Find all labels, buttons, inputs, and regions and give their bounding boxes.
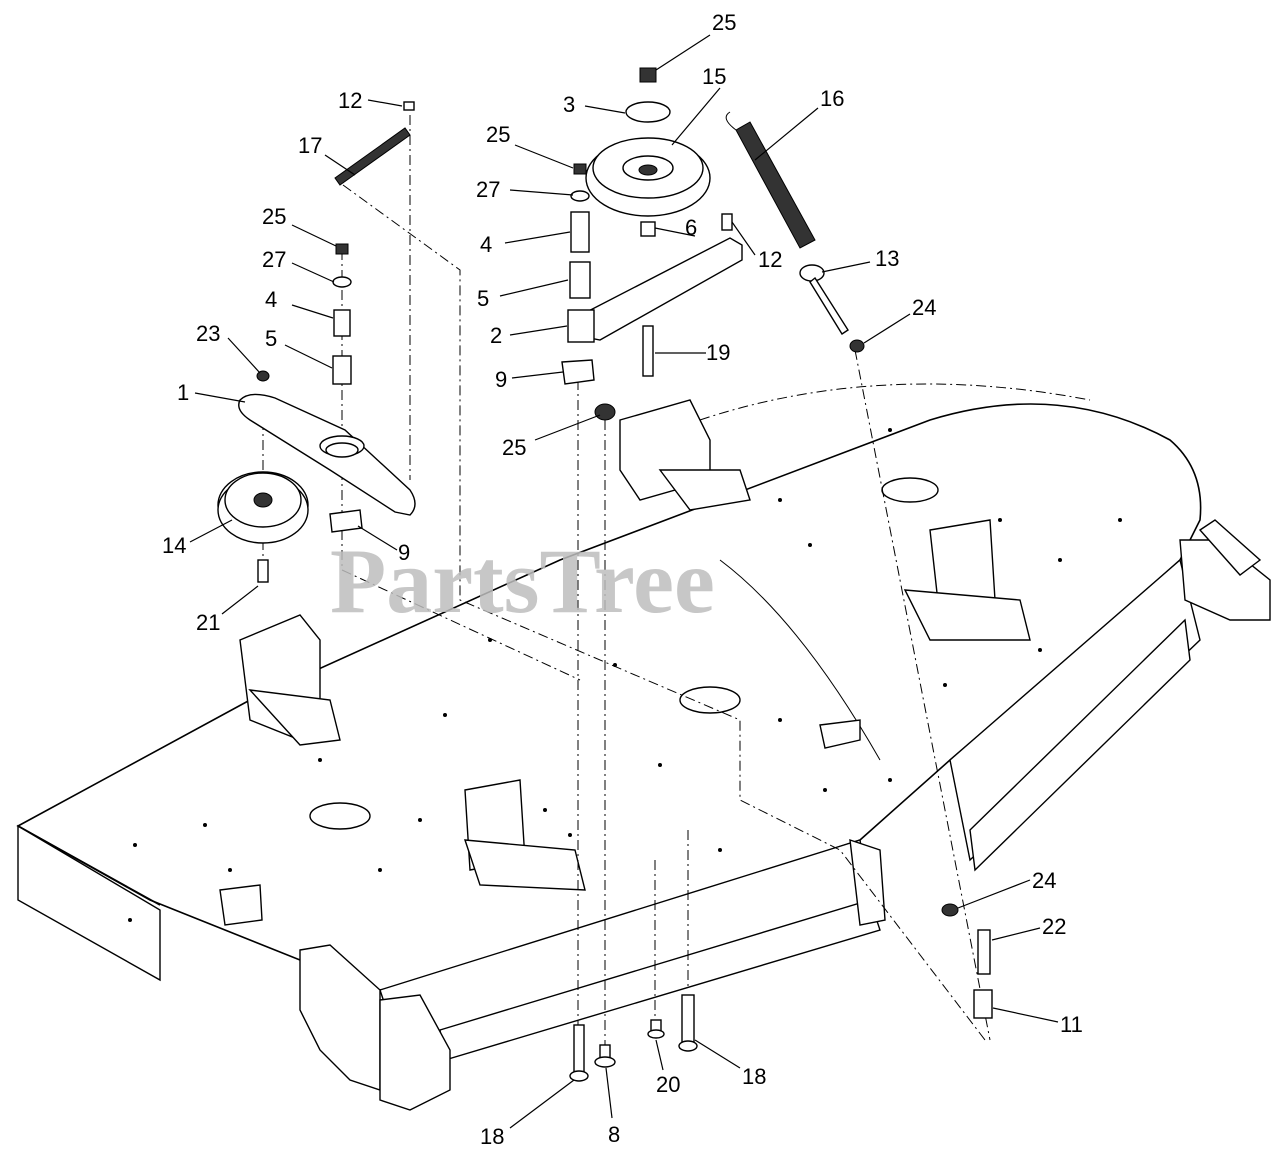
callout-6: 6 (685, 215, 697, 240)
callout-25: 25 (712, 10, 736, 35)
callout-21: 21 (196, 610, 220, 635)
callout-24: 24 (912, 295, 936, 320)
callout-19: 19 (706, 340, 730, 365)
callout-27: 27 (262, 247, 286, 272)
callout-labels: 25 15 3 16 12 17 25 27 25 4 6 12 13 27 5… (162, 10, 1083, 1149)
callout-9: 9 (495, 367, 507, 392)
callout-2: 2 (490, 323, 502, 348)
mower-deck (16, 383, 1271, 1111)
callout-11: 11 (1060, 1012, 1083, 1037)
callout-27: 27 (476, 177, 500, 202)
bolts-lower (569, 994, 698, 1082)
leader-lines (189, 34, 1059, 1129)
callout-23: 23 (196, 321, 220, 346)
right-spring-assembly (725, 111, 993, 1019)
callout-16: 16 (820, 86, 844, 111)
callout-4: 4 (480, 232, 492, 257)
callout-15: 15 (702, 64, 726, 89)
callout-25: 25 (262, 204, 286, 229)
callout-3: 3 (563, 92, 575, 117)
callout-25: 25 (502, 435, 526, 460)
callout-5: 5 (265, 326, 277, 351)
idler-arm-assembly (217, 101, 416, 583)
callout-14: 14 (162, 533, 186, 558)
callout-13: 13 (875, 246, 899, 271)
center-idler-assembly (561, 67, 743, 421)
callout-1: 1 (177, 380, 189, 405)
callout-25: 25 (486, 122, 510, 147)
callout-20: 20 (656, 1072, 680, 1097)
callout-22: 22 (1042, 914, 1066, 939)
callout-17: 17 (298, 133, 322, 158)
callout-18: 18 (480, 1124, 504, 1149)
callout-8: 8 (608, 1122, 620, 1147)
callout-4: 4 (265, 287, 277, 312)
callout-9: 9 (398, 540, 410, 565)
watermark-text: PartsTree (330, 530, 715, 632)
callout-5: 5 (477, 286, 489, 311)
callout-12: 12 (338, 88, 362, 113)
callout-24: 24 (1032, 868, 1056, 893)
callout-12: 12 (758, 247, 782, 272)
callout-18: 18 (742, 1064, 766, 1089)
